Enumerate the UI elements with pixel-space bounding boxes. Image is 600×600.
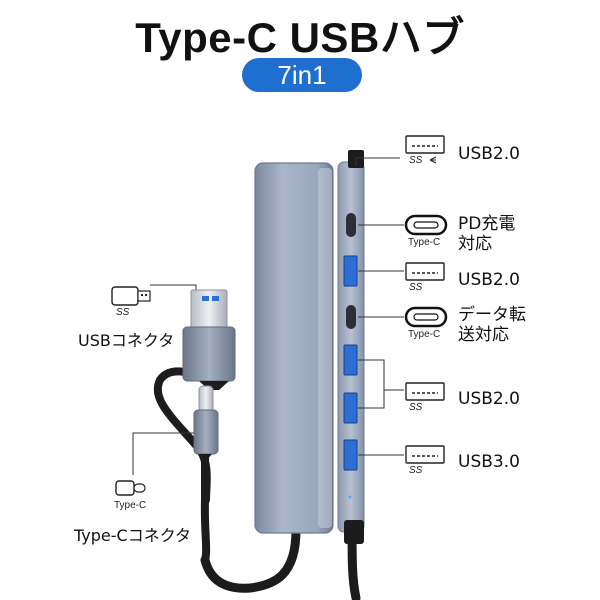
hub-body bbox=[254, 162, 334, 534]
port-count-badge: 7in1 bbox=[242, 58, 362, 92]
port-label-usb20-group: USB2.0 bbox=[458, 389, 520, 409]
ss-caption: SS bbox=[409, 402, 423, 413]
port-label-usb20-mid: USB2.0 bbox=[458, 270, 520, 290]
ss-caption: SS bbox=[409, 155, 423, 166]
usb-a-port-icon bbox=[405, 262, 445, 281]
ss-caption: SS bbox=[409, 282, 423, 293]
usb-c-port-icon bbox=[404, 306, 448, 328]
usb-a-port-blue-4 bbox=[343, 439, 358, 471]
usb-a-port-blue-1 bbox=[343, 255, 358, 287]
port-label-pd-line1: PD充電 bbox=[458, 214, 516, 234]
usb-a-port-blue-2 bbox=[343, 344, 358, 376]
type-c-caption: Type-C bbox=[114, 500, 147, 511]
port-label-usb20-top: USB2.0 bbox=[458, 144, 520, 164]
port-label-data-line2: 送対応 bbox=[458, 325, 509, 345]
port-label-data-line1: データ転 bbox=[458, 305, 526, 325]
typec-connector-label: Type-Cコネクタ bbox=[74, 526, 192, 545]
main-cable bbox=[200, 525, 301, 593]
side-ports bbox=[343, 213, 358, 499]
usb-c-port-data bbox=[346, 305, 356, 329]
port-label-pd-line2: 対応 bbox=[458, 234, 492, 254]
ss-caption: SS bbox=[409, 465, 423, 476]
usb-c-plug bbox=[193, 385, 219, 462]
typec-branch-cable bbox=[200, 454, 211, 564]
type-c-caption: Type-C bbox=[408, 329, 441, 340]
usb-a-port-blue-3 bbox=[343, 392, 358, 424]
usb-c-plug-icon bbox=[115, 480, 146, 496]
usb-c-port-pd bbox=[346, 213, 356, 237]
ss-caption: SS bbox=[116, 307, 130, 318]
usb-a-plug-icon bbox=[111, 286, 151, 306]
usb-c-port-icon bbox=[404, 214, 448, 236]
usb-a-plug bbox=[182, 289, 236, 390]
port-label-usb30: USB3.0 bbox=[458, 452, 520, 472]
type-c-caption: Type-C bbox=[408, 237, 441, 248]
page-title: Type-C USBハブ bbox=[135, 14, 465, 61]
leader-lines bbox=[132, 157, 404, 475]
usb-a-port-icon bbox=[405, 382, 445, 401]
usb-a-port-icon bbox=[405, 445, 445, 464]
usb-connector-label: USBコネクタ bbox=[78, 331, 175, 350]
usb-a-port-icon bbox=[405, 135, 445, 164]
